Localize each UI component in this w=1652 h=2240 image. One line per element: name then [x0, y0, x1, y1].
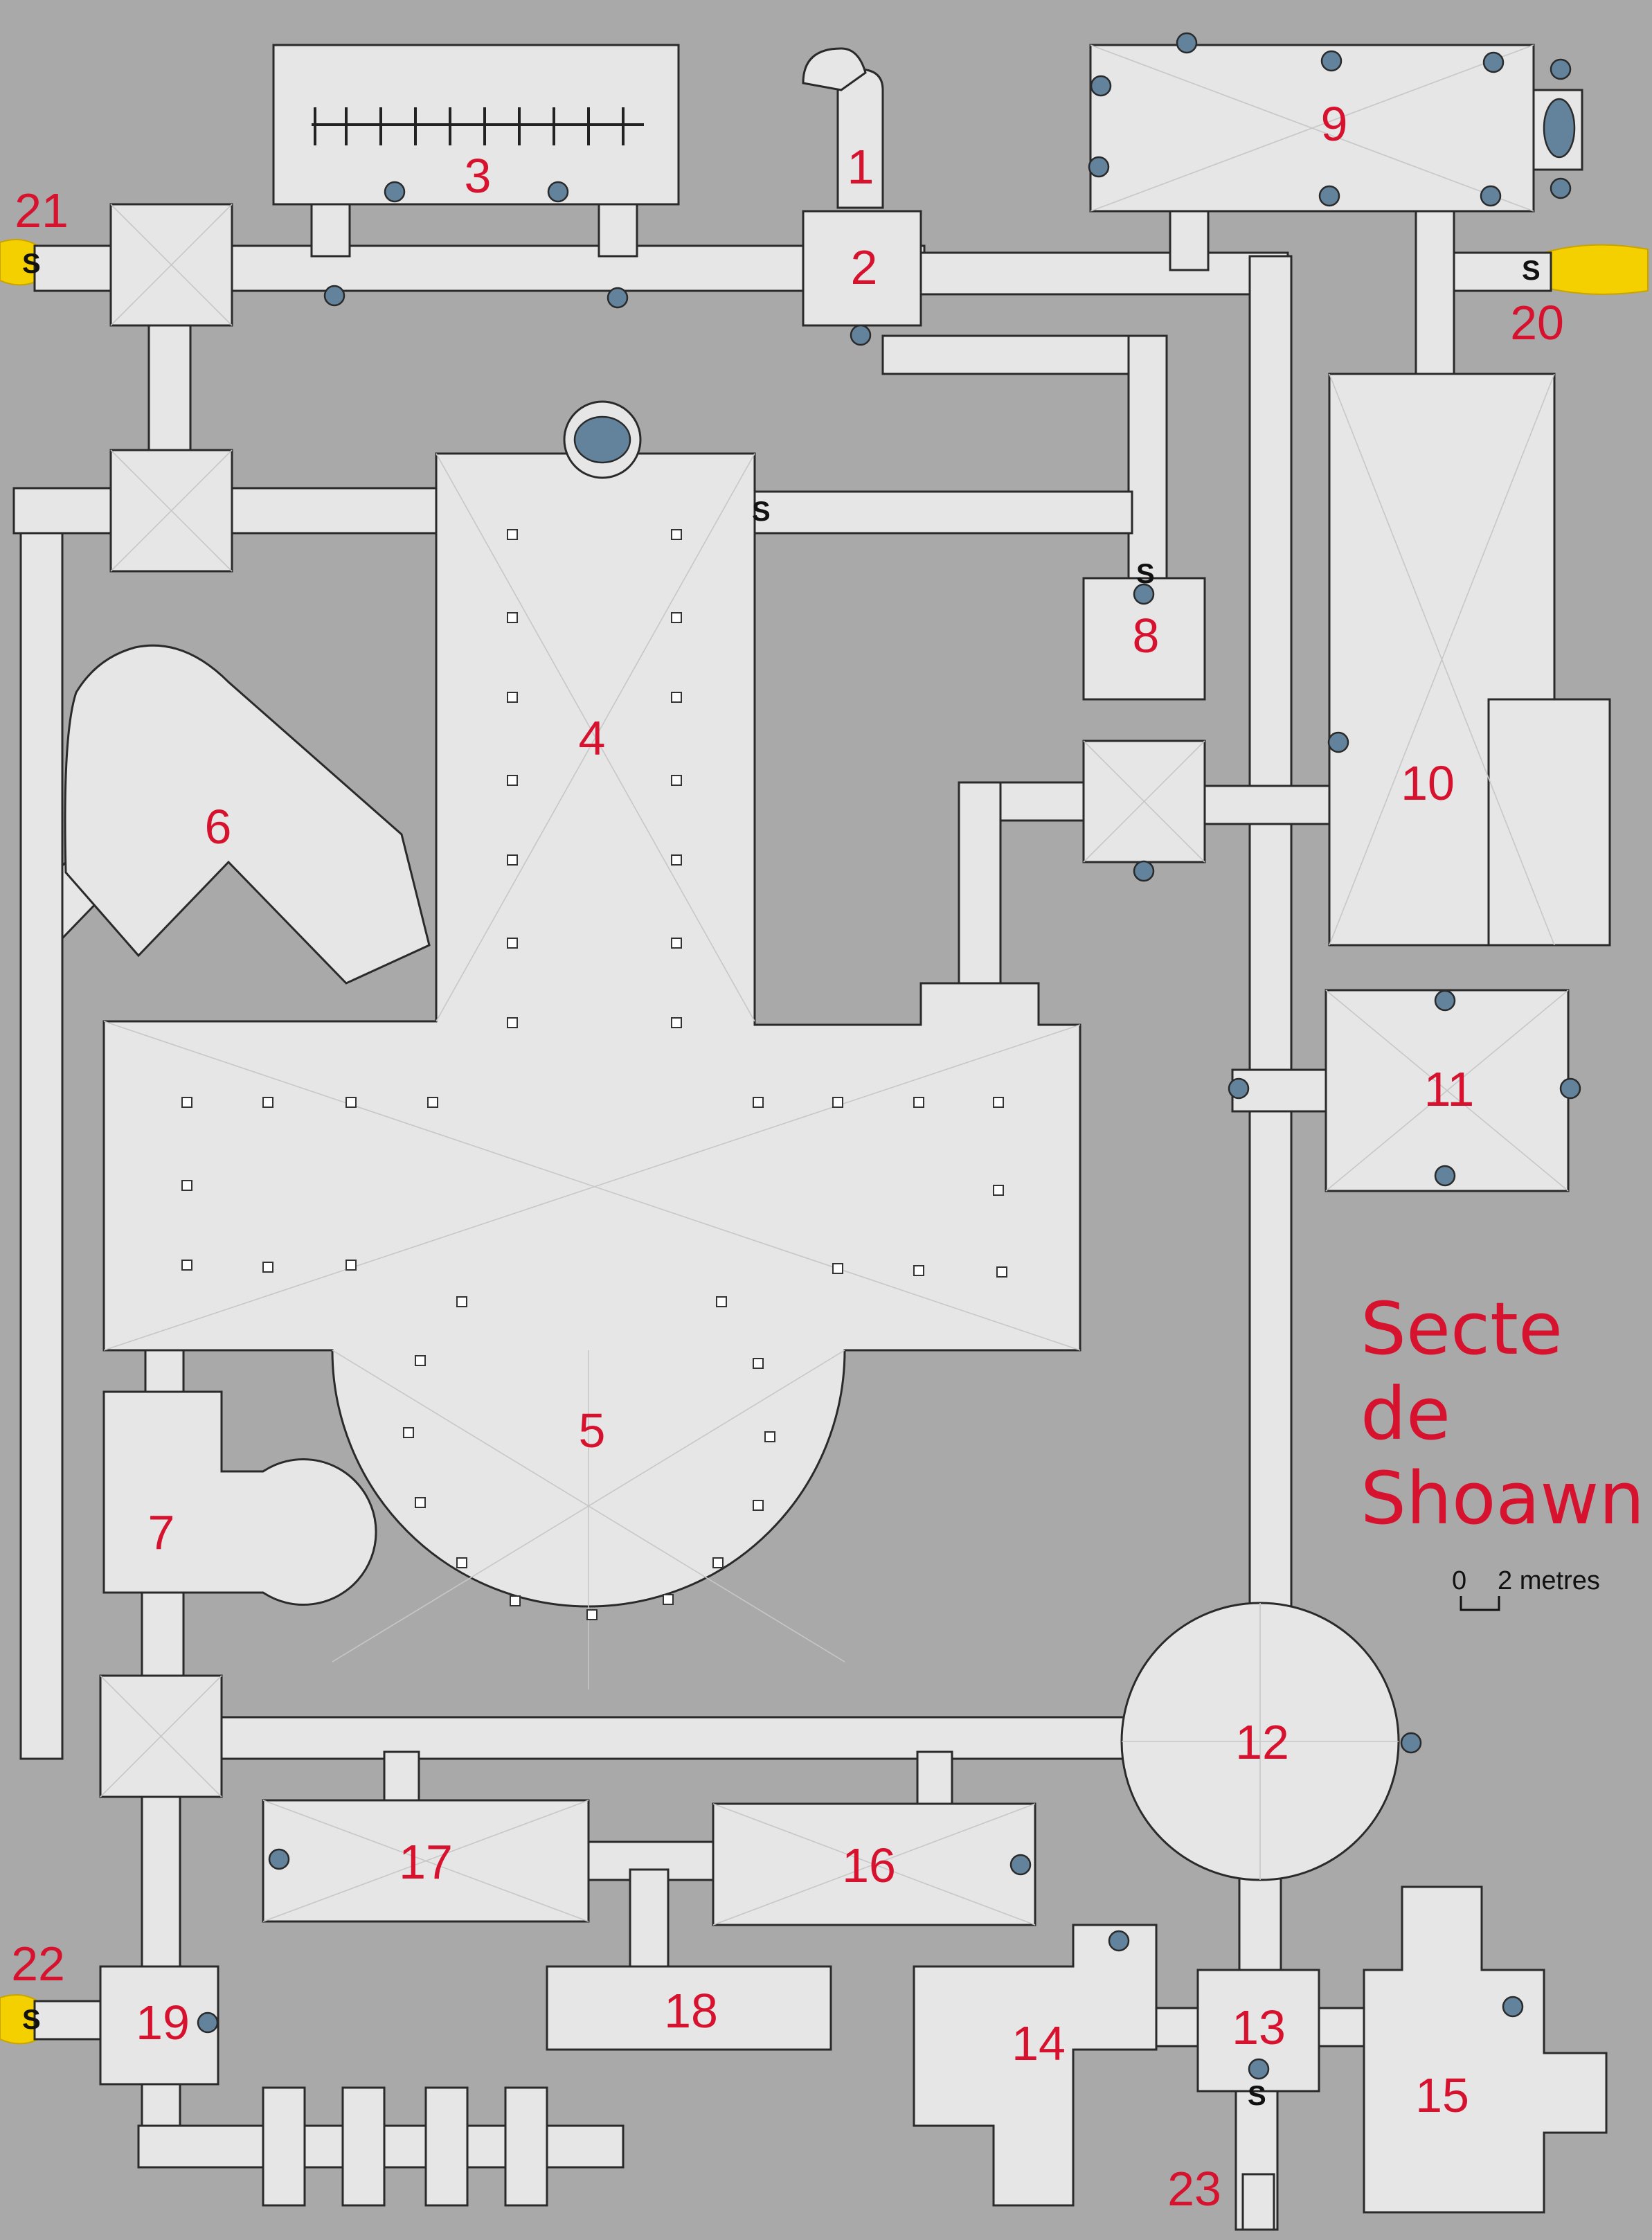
corridor-to-16	[916, 1750, 953, 1805]
room-label-10: 10	[1401, 756, 1455, 810]
title-line-3: Shoawn	[1361, 1456, 1644, 1541]
secret-door-23: S	[1248, 2081, 1266, 2111]
title-line-2: de	[1361, 1372, 1451, 1456]
room-4-altar	[573, 415, 631, 464]
corridor-south-row	[102, 1716, 1144, 1760]
secret-door-20: S	[1522, 256, 1541, 286]
corridor-8-hub-east	[1196, 785, 1338, 825]
room-label-7: 7	[148, 1505, 175, 1559]
scale-line	[1460, 1596, 1500, 1611]
secret-door-8: S	[1136, 559, 1155, 589]
room-10-annex	[1487, 698, 1611, 947]
room-4-5-shape	[102, 452, 1081, 1608]
room-label-17: 17	[399, 1835, 453, 1889]
room-label-8: 8	[1133, 609, 1160, 663]
corridor-2-south	[881, 334, 1168, 375]
cell-3	[424, 2086, 469, 2207]
room-label-11: 11	[1424, 1062, 1475, 1116]
room-label-14: 14	[1012, 2016, 1066, 2070]
room-23-stair	[1241, 2173, 1275, 2231]
room-9-altar	[1543, 98, 1576, 159]
room-label-16: 16	[842, 1838, 896, 1892]
room-label-15: 15	[1415, 2068, 1469, 2122]
room-label-4: 4	[579, 711, 606, 765]
room-3-benches	[312, 107, 644, 145]
corridor-3-b	[598, 199, 638, 258]
room-label-9: 9	[1321, 97, 1348, 151]
corridor-13-15	[1314, 2007, 1365, 2048]
scale-zero: 0	[1452, 1566, 1466, 1595]
corridor-to-18	[629, 1868, 670, 1968]
corridor-to-8	[1127, 334, 1168, 580]
room-18-shape	[546, 1965, 832, 2051]
corridor-nw-vertical	[147, 317, 192, 458]
room-2-shape	[802, 210, 922, 327]
corridor-2-east	[919, 251, 1289, 296]
exit-marker-20	[1543, 244, 1649, 295]
room-15-shape	[1363, 1885, 1608, 2214]
room-label-22: 22	[11, 1937, 65, 1991]
vault-lines	[100, 44, 1569, 1926]
cell-1	[262, 2086, 306, 2207]
corridor-west-outer	[19, 487, 64, 1760]
room-label-20: 20	[1510, 296, 1564, 350]
room-label-18: 18	[664, 1984, 718, 2038]
corridor-to-17	[383, 1750, 420, 1805]
corridor-9-south	[1169, 206, 1210, 271]
room-numbers: 1 2 3 4 5 6 7 8 9 10 11 12 13 14 15 16 1…	[11, 97, 1564, 2216]
corridor-9-10	[1415, 206, 1455, 382]
scale-label: 2 metres	[1498, 1566, 1600, 1595]
secret-door-22: S	[22, 2005, 41, 2035]
secret-door-4: S	[752, 496, 771, 527]
corridor-to-20	[1439, 251, 1552, 292]
corridor-7-south	[141, 1588, 185, 1691]
title-line-1: Secte	[1361, 1287, 1563, 1371]
corridor-east-vertical	[1248, 255, 1293, 1629]
room-1-stair	[802, 47, 867, 91]
corridor-12-13	[1238, 1875, 1282, 1975]
cell-4	[504, 2086, 548, 2207]
cell-2	[341, 2086, 386, 2207]
room-label-2: 2	[851, 240, 878, 294]
corridor-3-a	[310, 199, 351, 258]
scale-bar: 0 2 metres	[1452, 1566, 1600, 1611]
room-label-3: 3	[465, 149, 492, 203]
corridor-19-south	[141, 2076, 181, 2134]
nave-columns	[181, 529, 1007, 1620]
room-label-19: 19	[136, 1996, 190, 2050]
corridor-to-22	[33, 2000, 105, 2041]
exit-markers	[0, 239, 1649, 2045]
room-7-shape	[102, 1390, 377, 1606]
room-label-5: 5	[579, 1404, 606, 1458]
corridor-4-east	[753, 490, 1133, 535]
pillars	[197, 32, 1581, 2080]
rooms	[64, 44, 1611, 2231]
room-label-12: 12	[1235, 1715, 1289, 1769]
room-label-21: 21	[15, 183, 69, 238]
secret-door-21: S	[22, 249, 41, 279]
room-label-1: 1	[847, 140, 874, 194]
room-label-13: 13	[1232, 2000, 1286, 2054]
corridor-19-north	[141, 1775, 181, 1971]
room-6-shape	[64, 644, 431, 985]
secret-doors: S S S S S S	[22, 249, 1541, 2111]
room-label-6: 6	[205, 800, 232, 854]
room-14-shape	[913, 1924, 1158, 2207]
map-title: Secte de Shoawn	[1361, 1287, 1644, 1541]
room-label-23: 23	[1167, 2162, 1221, 2216]
